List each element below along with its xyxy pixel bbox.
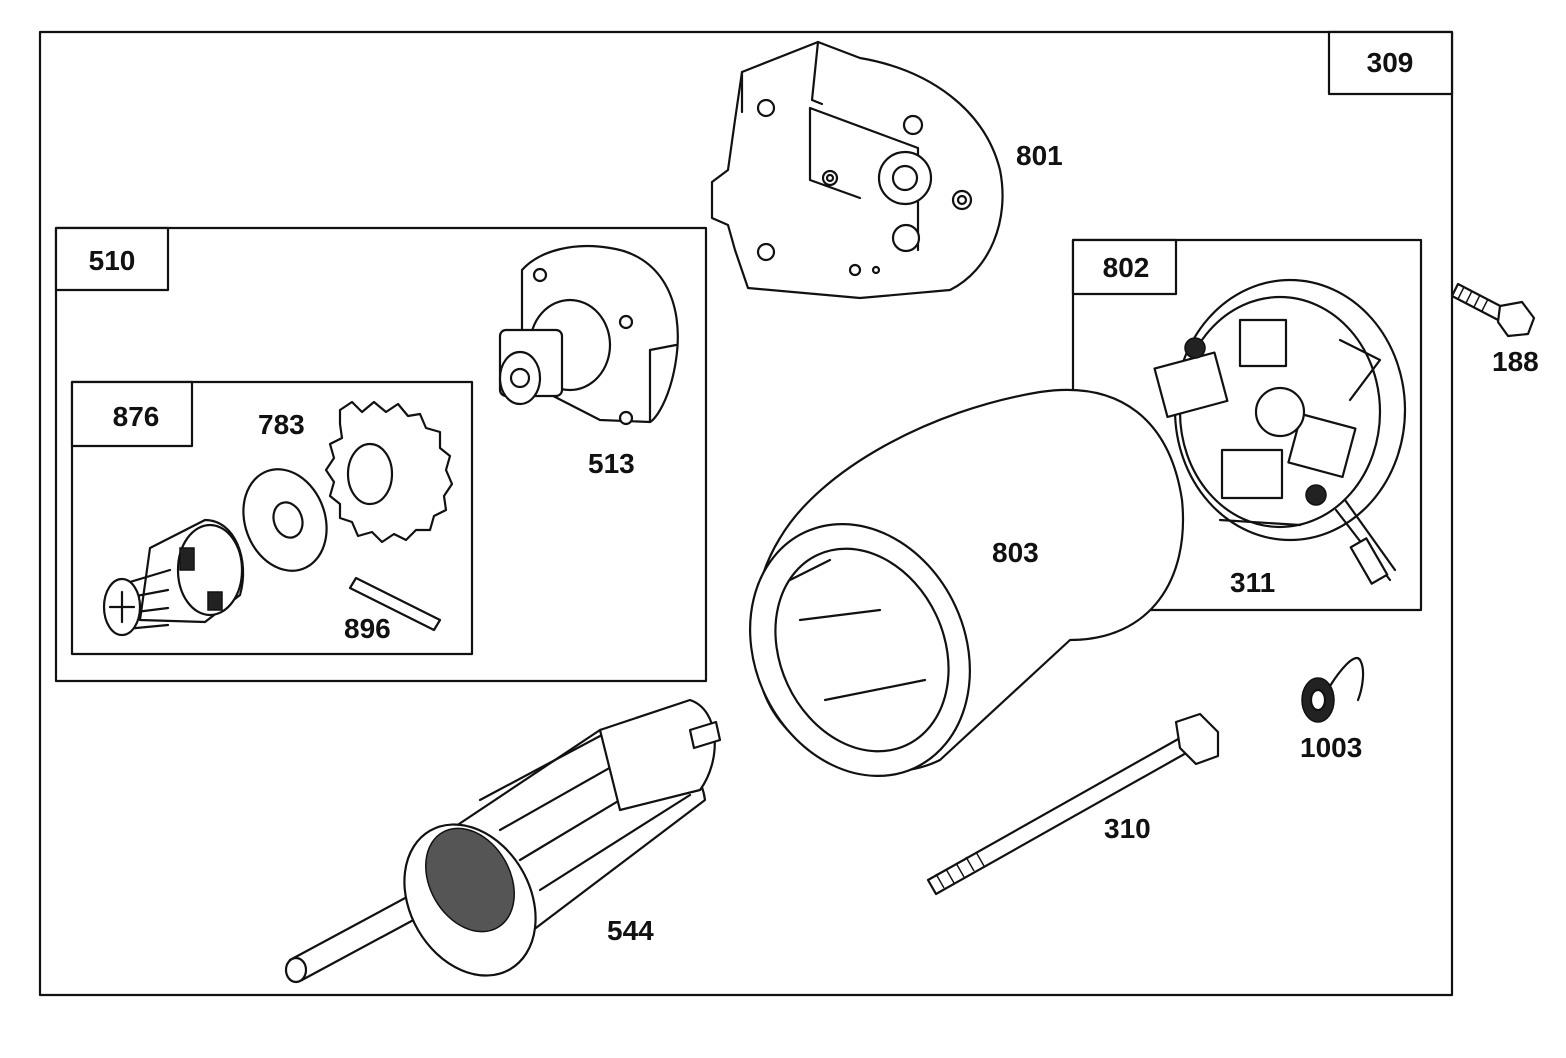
label-896: 896 xyxy=(344,613,391,644)
tag-802: 802 xyxy=(1103,252,1150,283)
label-801: 801 xyxy=(1016,140,1063,171)
pinion-gear-drawing xyxy=(324,400,454,544)
tag-876: 876 xyxy=(113,401,160,432)
end-cap-bracket-drawing xyxy=(710,40,1004,300)
label-803: 803 xyxy=(992,537,1039,568)
pin-drawing xyxy=(348,576,442,632)
pinion-housing-drawing xyxy=(498,244,679,426)
housing-drawing xyxy=(749,388,1185,777)
tag-box-510 xyxy=(54,226,170,292)
label-783: 783 xyxy=(258,409,305,440)
brush-holder-drawing xyxy=(1153,278,1407,585)
screw-drawing xyxy=(1450,282,1536,338)
label-188: 188 xyxy=(1492,346,1539,377)
outer-frame xyxy=(38,30,1454,997)
tag-309: 309 xyxy=(1367,47,1414,78)
armature-drawing xyxy=(284,698,722,984)
drive-clutch-drawing xyxy=(102,518,245,637)
washer-drawing xyxy=(242,468,328,572)
through-bolt-drawing xyxy=(926,712,1220,896)
label-310: 310 xyxy=(1104,813,1151,844)
label-1003: 1003 xyxy=(1300,732,1362,763)
label-513: 513 xyxy=(588,448,635,479)
label-544: 544 xyxy=(607,915,654,946)
drive-kit-frame xyxy=(70,380,474,656)
label-311: 311 xyxy=(1230,567,1275,598)
tag-box-802 xyxy=(1071,238,1178,296)
drive-assembly-frame xyxy=(54,226,708,683)
tag-box-876 xyxy=(70,380,194,448)
tag-box-309 xyxy=(1327,30,1454,96)
spring-drawing xyxy=(1301,657,1365,723)
tag-510: 510 xyxy=(89,245,136,276)
